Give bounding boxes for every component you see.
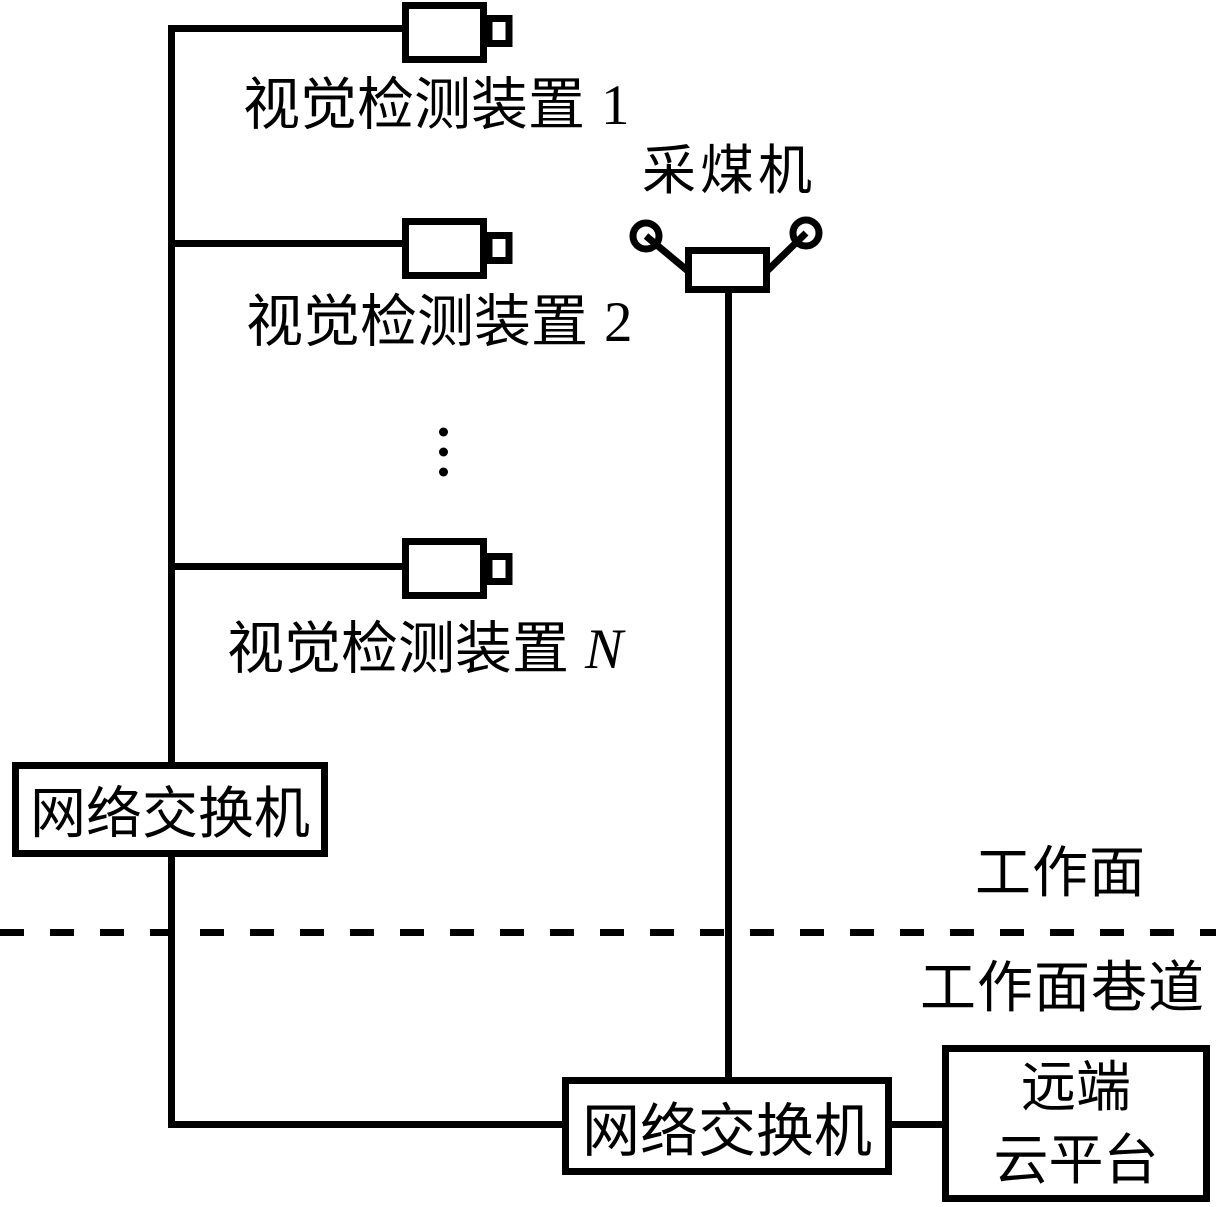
cloud-label-line2: 云平台 [993, 1129, 1159, 1191]
bus-line [168, 25, 562, 1128]
shearer-left-arm [643, 233, 691, 274]
cameraN-label-number: N [585, 618, 624, 681]
camera2-body-icon [402, 218, 487, 279]
cloud-platform-box [942, 1045, 1210, 1202]
switch-top-label: 网络交换机 [30, 784, 310, 846]
cameraN-lens-icon [485, 553, 513, 585]
switch-bottom-label: 网络交换机 [581, 1099, 872, 1164]
camera1-label-text: 视觉检测装置 [243, 74, 585, 137]
shearer-left-drum-icon [629, 219, 663, 253]
shearer-body-icon [685, 247, 770, 293]
shearer-right-arm [764, 230, 809, 274]
camera2-label-number: 2 [604, 291, 633, 354]
camera2-lens-icon [485, 232, 513, 264]
camera1-label: 视觉检测装置 1 [243, 76, 630, 136]
camera2-label: 视觉检测装置 2 [246, 293, 633, 353]
zone-working-face-label: 工作面 [975, 843, 1146, 905]
cloud-platform-label: 远端 云平台 [942, 1045, 1210, 1202]
switch-bottom-box [562, 1077, 892, 1175]
ellipsis-dot [439, 427, 448, 437]
cameraN-body-icon [402, 538, 487, 599]
zone-roadway-label: 工作面巷道 [920, 958, 1205, 1020]
camera2-label-text: 视觉检测装置 [246, 291, 588, 354]
cloud-label-line1: 远端 [1020, 1056, 1131, 1118]
shearer-label: 采煤机 [642, 141, 816, 201]
ellipsis-dot [439, 447, 448, 457]
ellipsis-dot [439, 467, 448, 477]
cameraN-label: 视觉检测装置 N [227, 620, 623, 680]
camera1-label-number: 1 [601, 74, 630, 137]
camera1-body-icon [402, 2, 487, 63]
camera1-lens-icon [485, 15, 513, 47]
switch-top-box [12, 762, 328, 857]
shearer-right-drum-icon [789, 216, 823, 250]
cameraN-label-text: 视觉检测装置 [227, 618, 569, 681]
